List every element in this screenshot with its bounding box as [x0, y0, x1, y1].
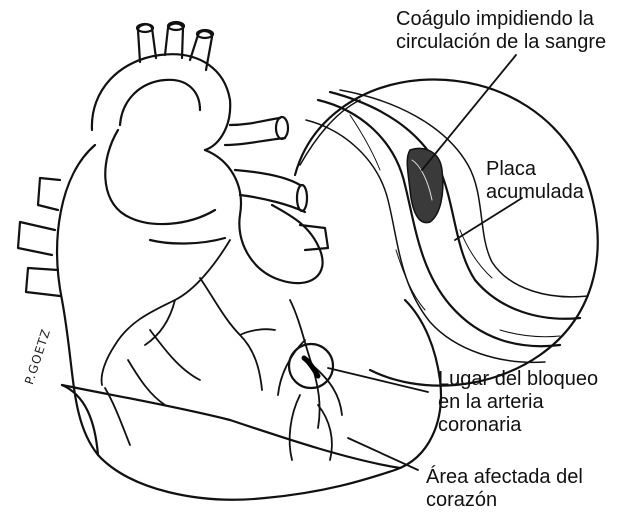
blockage-label-line3: coronaria	[438, 414, 598, 437]
plaque-label-line2: acumulada	[486, 181, 584, 204]
blockage-marker	[289, 344, 333, 388]
blockage-label-line2: en la arteria	[438, 391, 598, 414]
affected-area-label: Área afectada del corazón	[426, 466, 583, 512]
plaque-label-line1: Placa	[486, 158, 584, 181]
clot-label-line2: circulación de la sangre	[396, 31, 606, 54]
clot-leader	[422, 55, 516, 170]
artery-inset	[295, 79, 598, 385]
heart-outline	[57, 145, 441, 500]
blockage-label-line1: Lugar del bloqueo	[438, 368, 598, 391]
blockage-leader	[328, 368, 428, 392]
clot-label: Coágulo impidiendo la circulación de la …	[396, 8, 606, 54]
blockage-label: Lugar del bloqueo en la arteria coronari…	[438, 368, 598, 437]
coronary-vessels	[102, 240, 342, 460]
affected-area-label-line2: corazón	[426, 489, 583, 512]
plaque-leader	[455, 198, 522, 240]
clot-label-line1: Coágulo impidiendo la	[396, 8, 606, 31]
affected-area-label-line1: Área afectada del	[426, 466, 583, 489]
great-vessels	[18, 22, 328, 296]
plaque-label: Placa acumulada	[486, 158, 584, 204]
